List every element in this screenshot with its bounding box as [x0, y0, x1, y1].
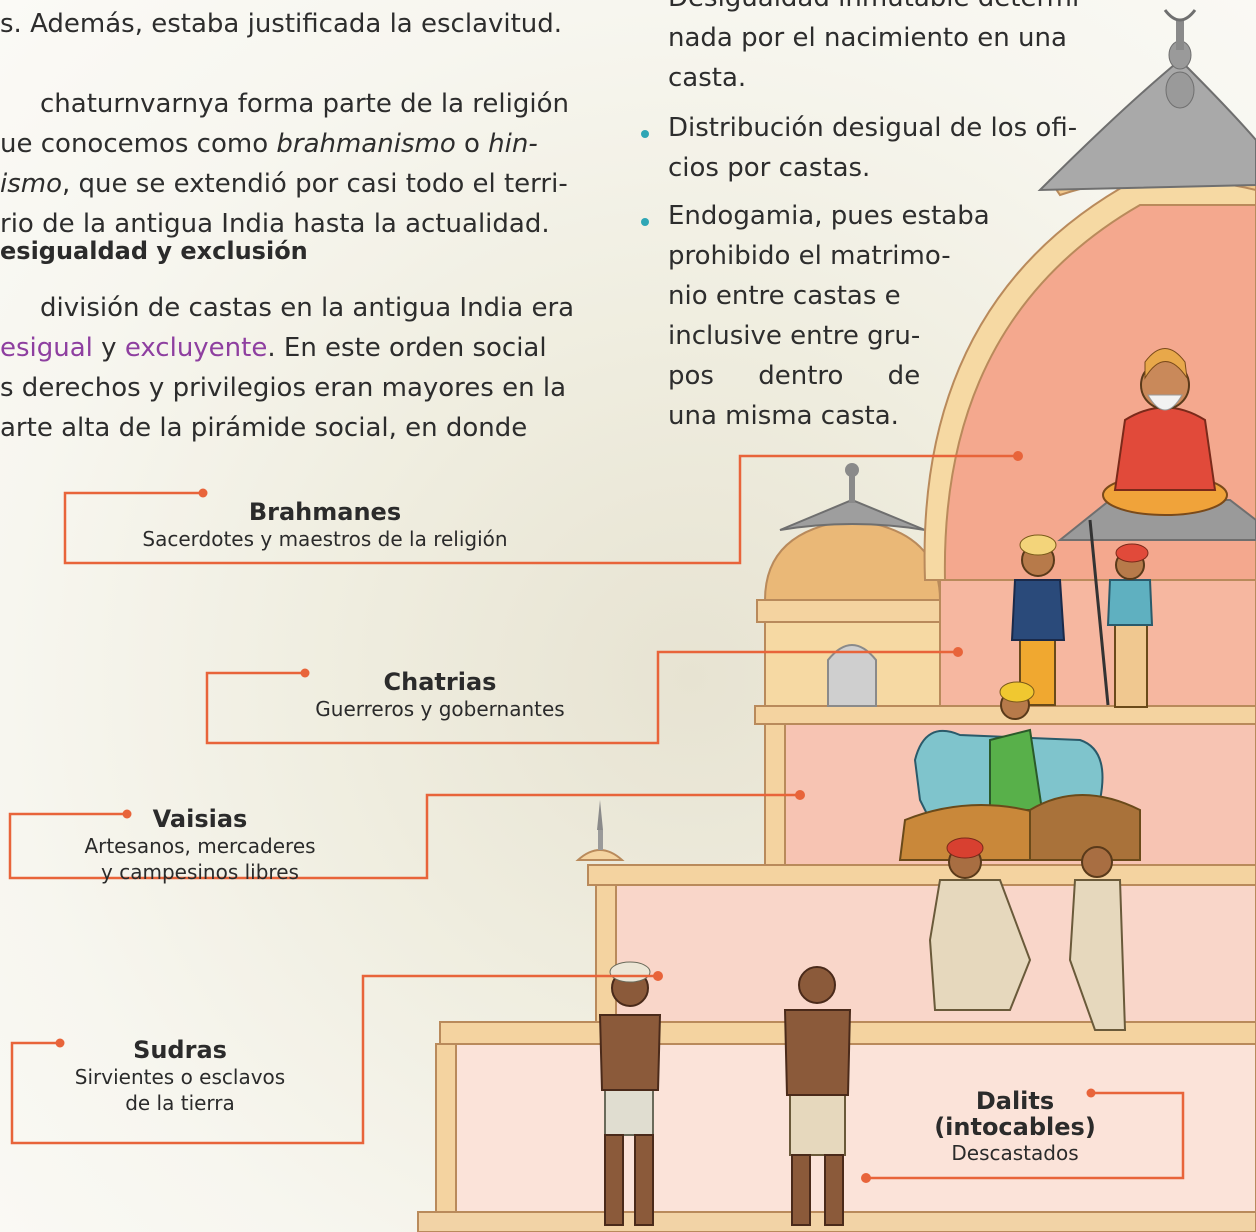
- caste-title: Brahmanes: [248, 498, 402, 526]
- vaisia-ox-figure: [898, 681, 1141, 861]
- paragraph-fragment: arte alta de la pirámide social, en dond…: [0, 413, 528, 443]
- bullet-dot: [641, 218, 649, 226]
- bullet-3-line-1: Endogamia, pues estaba: [668, 201, 990, 231]
- keyword-excluyente: excluyente: [124, 333, 268, 363]
- keyword-desigual: esigual: [0, 333, 93, 363]
- paragraph-fragment: o: [455, 129, 489, 159]
- paragraph-inequality-1: división de castas en la antigua India e…: [40, 288, 574, 328]
- caste-description: Descastados: [951, 1141, 1079, 1165]
- caste-description: Artesanos, mercaderes: [84, 834, 316, 858]
- paragraph-fragment: . En este orden social: [267, 333, 547, 363]
- caste-description: de la tierra: [125, 1091, 235, 1115]
- paragraph-religion-2: ue conocemos como brahmanismo o hin-: [0, 124, 600, 164]
- paragraph-fragment: y: [92, 333, 125, 363]
- caste-title: (intocables): [934, 1113, 1096, 1141]
- paragraph-inequality-2: esigual y excluyente. En este orden soci…: [0, 328, 547, 368]
- paragraph-line: chaturnvarnya forma parte de la religión: [40, 89, 569, 119]
- connector-dots: [55, 451, 1096, 1183]
- caste-title: Chatrias: [383, 668, 497, 696]
- paragraph-fragment: s derechos y privilegios eran mayores en…: [0, 373, 566, 403]
- paragraph-fragment: , que se extendió por casi todo el terri…: [62, 169, 568, 199]
- caste-label-vaisias: Vaisias Artesanos, mercaderes y campesin…: [50, 805, 350, 885]
- dalits-connector: [866, 1091, 1185, 1180]
- caste-description: y campesinos libres: [101, 860, 299, 884]
- bullet-1-line-0: Desigualdad inmutable determi-: [668, 0, 1089, 18]
- caste-title: Sudras: [133, 1036, 227, 1064]
- paragraph-fragment: rio de la antigua India hasta la actuali…: [0, 209, 550, 239]
- bullet-3-line-6: una misma casta.: [668, 401, 899, 431]
- bullet-1-line-2: casta.: [668, 63, 747, 93]
- dalit-figure-2: [783, 966, 852, 1226]
- term-hinduismo-cont: ismo: [0, 169, 63, 199]
- paragraph-religion: chaturnvarnya forma parte de la religión: [40, 84, 600, 124]
- paragraph-religion-3: ismo, que se extendió por casi todo el t…: [0, 164, 600, 204]
- tier-base: [454, 1043, 1256, 1213]
- connector-lines: [8, 454, 1185, 1180]
- bullet-3-line-2: prohibido el matrimo-: [668, 241, 951, 271]
- caste-label-brahmanes: Brahmanes Sacerdotes y maestros de la re…: [110, 498, 540, 552]
- bullet-3-line-5: pos dentro de: [668, 361, 921, 391]
- bullet-1-line-1: nada por el nacimiento en una: [668, 23, 1067, 53]
- paragraph-religion-4: rio de la antigua India hasta la actuali…: [0, 204, 600, 244]
- bullet-dot: [641, 130, 649, 138]
- vaisias-connector: [8, 793, 800, 880]
- brahmin-figure: [1102, 348, 1228, 516]
- chatrias-connector: [205, 650, 958, 745]
- chatria-figure-2: [1088, 519, 1154, 708]
- paragraph-inequality-3: s derechos y privilegios eran mayores en…: [0, 368, 566, 408]
- bullet-3-line-3: nio entre castas e: [668, 281, 901, 311]
- paragraph-slavery: s. Además, estaba justificada la esclavi…: [0, 4, 562, 44]
- bullet-2-line-1: Distribución desigual de los ofi-: [668, 113, 1078, 143]
- sudra-figure-2: [1068, 846, 1127, 1031]
- term-brahmanismo: brahmanismo: [276, 129, 456, 159]
- side-dome: [763, 518, 942, 601]
- section-heading: esigualdad y exclusión: [0, 237, 308, 265]
- caste-description: Sirvientes o esclavos: [74, 1065, 286, 1089]
- caste-description: Guerreros y gobernantes: [315, 697, 565, 721]
- caste-description: Sacerdotes y maestros de la religión: [142, 527, 508, 551]
- caste-title: Vaisias: [152, 805, 248, 833]
- chatria-figure-1: [1010, 534, 1066, 706]
- sudra-figure-1: [928, 837, 1032, 1011]
- paragraph-line: s. Además, estaba justificada la esclavi…: [0, 9, 563, 39]
- tier-low-cornice: [587, 864, 1256, 886]
- caste-label-chatrias: Chatrias Guerreros y gobernantes: [270, 668, 610, 722]
- paragraph-fragment: división de castas en la antigua India e…: [40, 293, 575, 323]
- paragraph-fragment: ue conocemos como: [0, 129, 277, 159]
- caste-label-dalits: Dalits (intocables) Descastados: [900, 1088, 1130, 1166]
- caste-label-sudras: Sudras Sirvientes o esclavos de la tierr…: [30, 1036, 330, 1116]
- bullet-3-line-4: inclusive entre gru-: [668, 321, 921, 351]
- term-hinduismo: hin-: [488, 129, 538, 159]
- bullet-2-line-2: cios por castas.: [668, 153, 871, 183]
- brahmanes-connector: [63, 454, 1018, 565]
- paragraph-inequality-4: arte alta de la pirámide social, en dond…: [0, 408, 527, 448]
- caste-title: Dalits: [975, 1087, 1055, 1115]
- sudras-connector: [10, 974, 658, 1145]
